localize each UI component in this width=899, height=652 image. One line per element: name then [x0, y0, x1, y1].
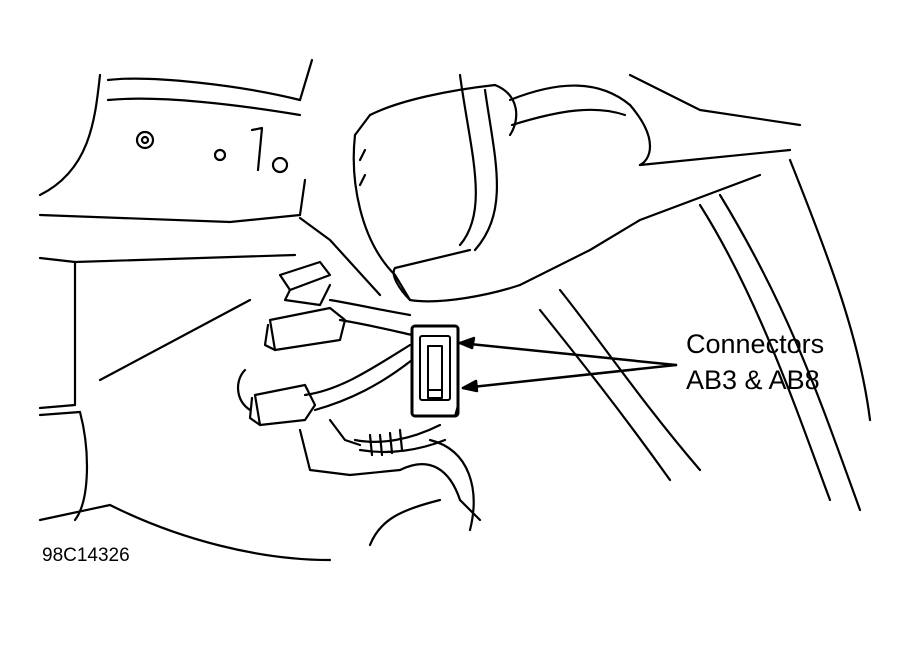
figure-id-label: 98C14326 — [42, 545, 130, 566]
harness-connectors — [238, 262, 412, 425]
steering-column-housing — [354, 75, 800, 301]
callout-label-connectors: Connectors — [686, 329, 825, 359]
leader-arrows — [460, 338, 676, 391]
steering-shroud-lines — [540, 160, 870, 510]
callout-label-connector-ids: AB3 & AB8 — [686, 365, 820, 395]
connectors-ab3-ab8 — [412, 326, 458, 416]
lower-dash-panel — [40, 218, 380, 520]
lower-column — [110, 420, 480, 560]
dash-bracket — [40, 60, 312, 222]
